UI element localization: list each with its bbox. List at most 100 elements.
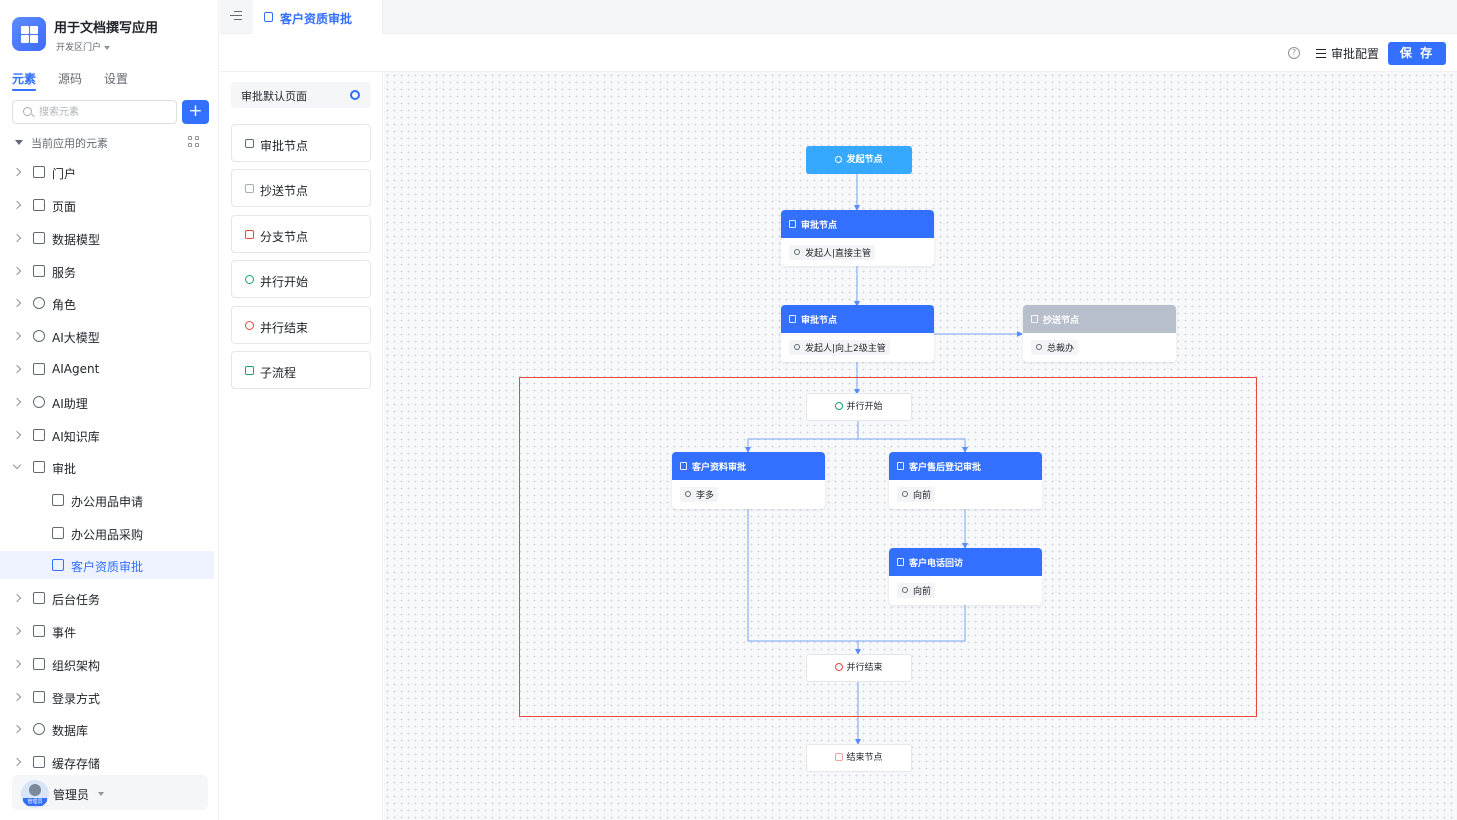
flow-parallel-start[interactable]: 并行开始 [806, 393, 912, 421]
collapse-sidebar-icon[interactable] [230, 11, 242, 21]
flow-end-node[interactable]: 结束节点 [806, 744, 912, 772]
sidebar-item-office-request[interactable]: 办公用品申请 [0, 486, 214, 514]
sidebar-item-background-tasks[interactable]: 后台任务 [0, 584, 214, 612]
palette-item-label: 审批节点 [260, 139, 309, 153]
gear-icon[interactable] [350, 90, 360, 100]
user-menu[interactable]: 管理员 管理员 [12, 775, 208, 810]
sidebar-item-events[interactable]: 事件 [0, 617, 214, 645]
approver-icon [33, 461, 45, 473]
palette-item-branch-node[interactable]: 分支节点 [231, 215, 371, 253]
home-icon [33, 166, 45, 178]
app-header[interactable]: 用于文档撰写应用 开发区门户 [12, 17, 212, 57]
node-assignee: 向前 [913, 587, 932, 597]
subprocess-icon [245, 366, 254, 375]
send-icon [245, 184, 254, 193]
chevron-right-icon [12, 430, 22, 440]
approver-icon [245, 139, 254, 148]
tab-settings[interactable]: 设置 [104, 72, 129, 86]
ai-assistant-icon [33, 396, 45, 408]
search-input[interactable] [39, 104, 169, 120]
parallel-start-icon [245, 275, 254, 284]
palette-item-approval-node[interactable]: 审批节点 [231, 124, 371, 162]
chevron-right-icon [12, 266, 22, 276]
palette-item-subprocess[interactable]: 子流程 [231, 351, 371, 389]
chevron-down-icon [104, 45, 111, 50]
palette-item-label: 抄送节点 [260, 184, 309, 198]
tab-bar: 客户资质审批 [220, 0, 1457, 34]
grid-view-icon[interactable] [188, 136, 200, 148]
sidebar-item-org-structure[interactable]: 组织架构 [0, 650, 214, 678]
sidebar-item-office-purchase[interactable]: 办公用品采购 [0, 519, 214, 547]
flow-approval-node-1[interactable]: 审批节点 发起人|直接主管 [781, 210, 934, 266]
approver-icon [52, 559, 64, 571]
selection-highlight [519, 377, 1257, 717]
sidebar-item-cache-storage[interactable]: 缓存存储 [0, 748, 214, 776]
sidebar-item-label: 事件 [52, 626, 77, 640]
sidebar-item-roles[interactable]: 角色 [0, 289, 214, 317]
chevron-right-icon [12, 167, 22, 177]
flow-start-node[interactable]: 发起节点 [806, 146, 912, 174]
tab-elements[interactable]: 元素 [12, 72, 37, 91]
sidebar-item-ai-agent[interactable]: AIAgent [0, 355, 214, 383]
flow-branch-customer-info[interactable]: 客户资料审批 李多 [672, 452, 825, 509]
palette-item-parallel-end[interactable]: 并行结束 [231, 306, 371, 344]
flow-canvas[interactable]: 发起节点 审批节点 发起人|直接主管 审批节点 发起人|向上2级主管 抄送节点 … [384, 72, 1457, 820]
flow-approval-node-2[interactable]: 审批节点 发起人|向上2级主管 [781, 305, 934, 362]
save-button[interactable]: 保 存 [1388, 42, 1446, 65]
service-icon [33, 265, 45, 277]
node-title: 抄送节点 [1043, 316, 1080, 326]
section-current-app-elements[interactable]: 当前应用的元素 [12, 134, 212, 152]
robot-icon [33, 363, 45, 375]
sidebar-item-label: 角色 [52, 298, 77, 312]
flow-branch-after-sales[interactable]: 客户售后登记审批 向前 [889, 452, 1042, 509]
sidebar-item-label: 缓存存储 [52, 757, 101, 771]
chevron-right-icon [12, 724, 22, 734]
portal-label: 开发区门户 [56, 43, 102, 53]
portal-selector[interactable]: 开发区门户 [56, 40, 111, 53]
flow-parallel-end[interactable]: 并行结束 [806, 654, 912, 682]
sidebar-item-ai-knowledge[interactable]: AI知识库 [0, 421, 214, 449]
sidebar-item-login-methods[interactable]: 登录方式 [0, 683, 214, 711]
start-icon [835, 156, 843, 163]
sidebar-item-portal[interactable]: 门户 [0, 158, 214, 186]
sidebar-item-approval[interactable]: 审批 [0, 453, 214, 481]
node-palette: 审批默认页面 审批节点 抄送节点 分支节点 并行开始 并行结束 子流程 [220, 72, 383, 820]
flow-branch-phone-followup[interactable]: 客户电话回访 向前 [889, 548, 1042, 605]
cube-icon [33, 330, 45, 342]
sidebar-item-data-model[interactable]: 数据模型 [0, 224, 214, 252]
flow-cc-node[interactable]: 抄送节点 总裁办 [1023, 305, 1176, 362]
sidebar-tabs: 元素 源码 设置 [12, 70, 212, 94]
node-title: 并行结束 [846, 663, 883, 673]
sidebar-item-label: AI助理 [52, 397, 88, 411]
sidebar-item-database[interactable]: 数据库 [0, 715, 214, 743]
approval-config-button[interactable]: 审批配置 [1331, 47, 1380, 61]
palette-item-parallel-start[interactable]: 并行开始 [231, 260, 371, 298]
help-icon[interactable]: ? [1288, 47, 1300, 59]
tab-source[interactable]: 源码 [58, 72, 83, 86]
chevron-down-icon [98, 792, 104, 796]
sidebar-item-label: 页面 [52, 200, 77, 214]
tab-customer-qualification[interactable]: 客户资质审批 [253, 0, 383, 34]
palette-item-label: 分支节点 [260, 230, 309, 244]
user-icon [794, 344, 800, 350]
add-element-button[interactable]: + [182, 100, 209, 124]
sidebar-item-services[interactable]: 服务 [0, 257, 214, 285]
approver-icon [789, 220, 796, 228]
sidebar-item-label: AI知识库 [52, 430, 100, 444]
sidebar-item-label: 门户 [52, 167, 77, 181]
send-icon [1031, 315, 1038, 323]
palette-item-label: 并行结束 [260, 321, 309, 335]
page-icon [33, 199, 45, 211]
sidebar-item-customer-qualification[interactable]: 客户资质审批 [0, 551, 214, 579]
sidebar-item-ai-assistant[interactable]: AI助理 [0, 388, 214, 416]
sidebar-item-ai-model[interactable]: AI大模型 [0, 322, 214, 350]
sidebar-item-label: 办公用品采购 [71, 528, 144, 542]
parallel-start-icon [835, 402, 844, 410]
sidebar-item-pages[interactable]: 页面 [0, 191, 214, 219]
chevron-right-icon [12, 757, 22, 767]
palette-item-cc-node[interactable]: 抄送节点 [231, 169, 371, 207]
user-icon [794, 249, 800, 255]
roles-icon [33, 297, 45, 309]
search-box [12, 100, 177, 124]
user-icon [685, 491, 691, 497]
